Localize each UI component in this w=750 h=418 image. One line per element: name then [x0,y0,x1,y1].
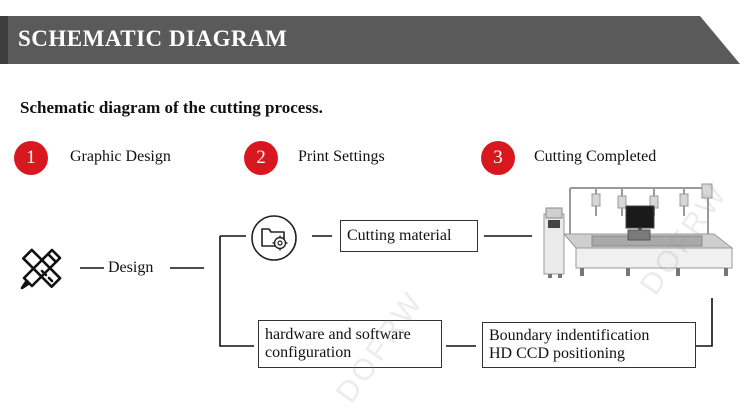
boundary-line1: Boundary indentification [489,327,650,344]
boundary-identification-box: Boundary indentification HD CCD position… [482,322,696,368]
pencil-ruler-icon [20,248,62,290]
step-1-number: 1 [14,141,48,175]
page-title: SCHEMATIC DIAGRAM [18,26,288,51]
header-banner [0,16,740,64]
hardware-software-line2: configuration [265,344,352,361]
step-1-label: Graphic Design [70,148,171,165]
connector-machine-boundary [696,298,713,347]
header-banner-accent [0,16,8,64]
design-label: Design [108,259,154,276]
boundary-line2: HD CCD positioning [489,345,626,362]
cutting-machine-icon [543,183,734,278]
cutting-material-label: Cutting material [347,227,452,244]
step-2-label: Print Settings [298,148,385,165]
hardware-software-box: hardware and software configuration [258,320,442,368]
step-3-number: 3 [481,141,515,175]
connector-branch-down [219,236,254,347]
step-2-number: 2 [244,141,278,175]
cutting-material-box: Cutting material [340,220,478,252]
hardware-software-line1: hardware and software [265,326,411,343]
step-3-label: Cutting Completed [534,148,657,165]
folder-gear-icon [251,215,297,261]
diagram-subtitle: Schematic diagram of the cutting process… [20,98,323,117]
